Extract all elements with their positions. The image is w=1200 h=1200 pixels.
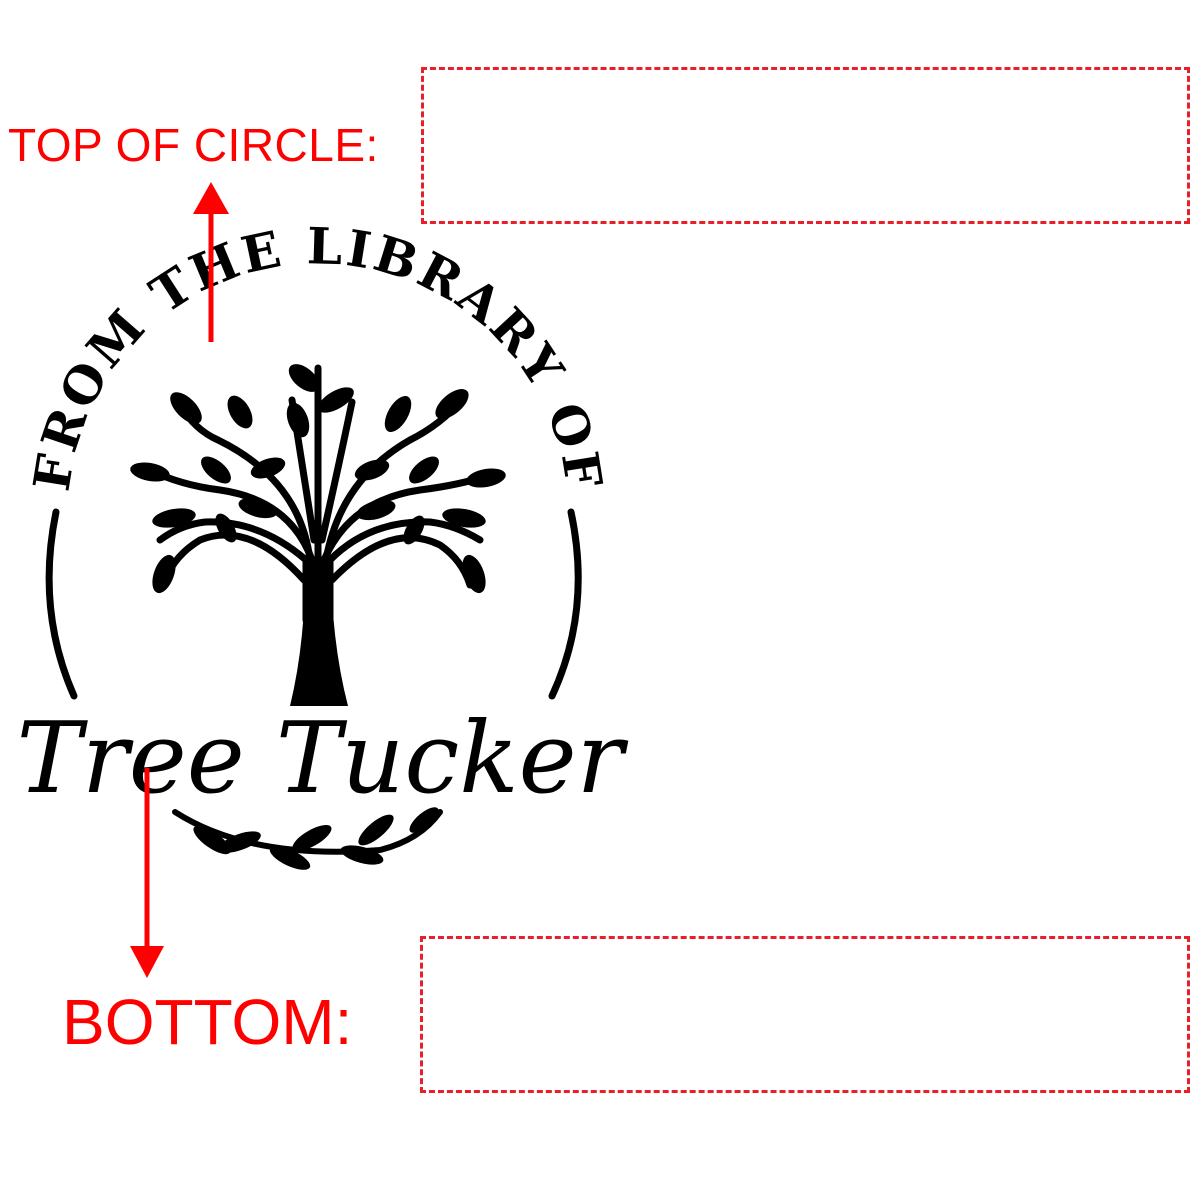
arrow-up-icon (193, 182, 229, 342)
circle-arc-left (45, 508, 78, 700)
circle-arc-right (548, 508, 582, 700)
tree-icon (130, 364, 506, 706)
arrow-down-icon (130, 768, 164, 978)
top-text-entry-box[interactable] (421, 67, 1190, 224)
bottom-text-entry-box[interactable] (420, 936, 1190, 1093)
top-of-circle-label: TOP OF CIRCLE: (8, 119, 379, 171)
laurel-branch-icon (172, 807, 443, 870)
bottom-label: BOTTOM: (62, 986, 353, 1058)
stamp-name: Tree Tucker (17, 702, 629, 816)
